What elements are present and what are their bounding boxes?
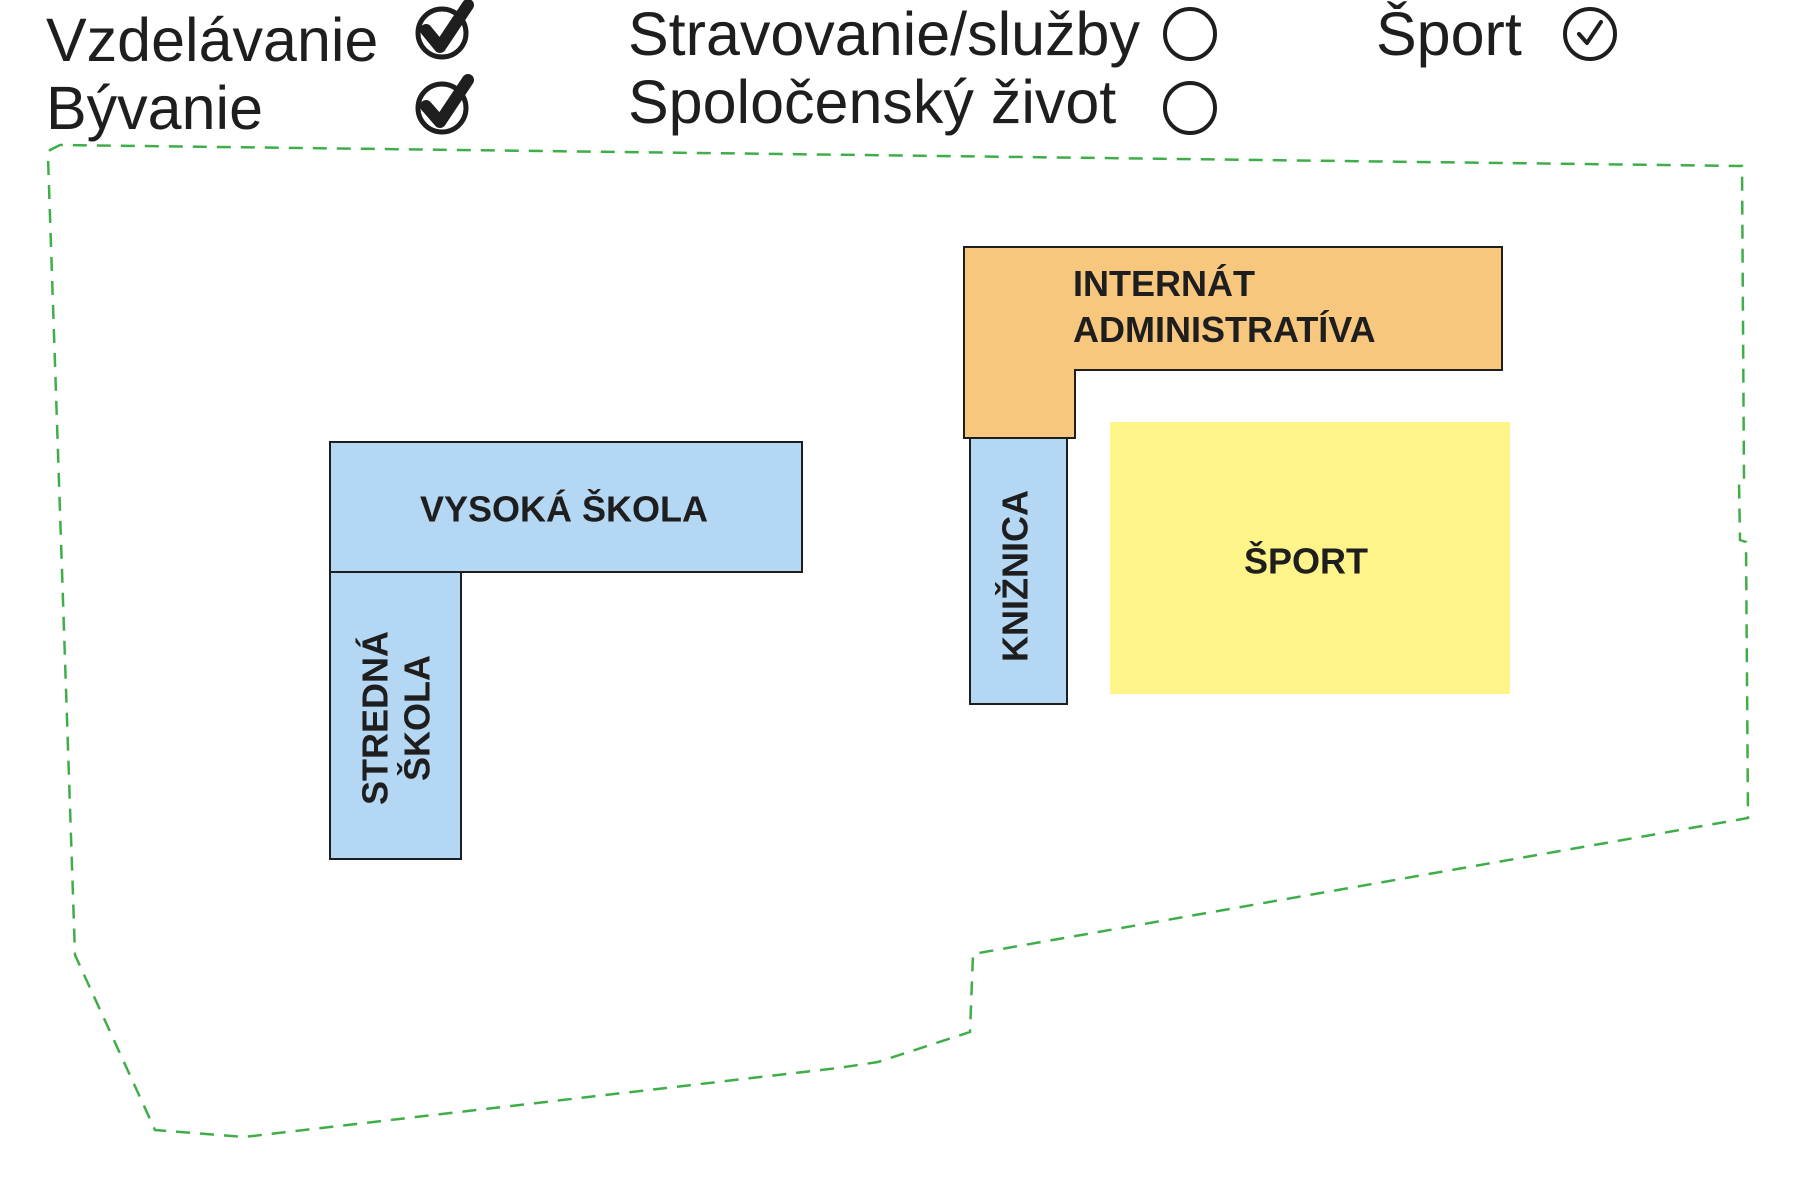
- legend-label-stravovanie: Stravovanie/služby: [628, 0, 1140, 68]
- legend-label-spolocensky: Spoločenský život: [628, 68, 1117, 136]
- check-circle-icon: [415, 74, 474, 135]
- label-internat-line-1: INTERNÁT: [1073, 263, 1255, 304]
- light-check-circle-icon: [1563, 7, 1617, 61]
- check-circle-icon: [415, 0, 474, 60]
- label-kniznica: KNIŽNICA: [994, 490, 1036, 662]
- legend-label-byvanie: Bývanie: [46, 74, 264, 142]
- zone-kniznica: [969, 437, 1068, 705]
- legend-label-vzdelavanie: Vzdelávanie: [46, 6, 379, 74]
- zone-sport: [1110, 422, 1510, 694]
- site-boundary: [46, 143, 1750, 1139]
- empty-circle-icon: [1163, 81, 1217, 135]
- legend-label-sport: Šport: [1376, 0, 1522, 68]
- empty-circle-icon: [1163, 7, 1217, 61]
- label-vysoka-skola: VYSOKÁ ŠKOLA: [420, 488, 708, 530]
- zone-internat: [963, 246, 1503, 439]
- label-stredna-skola-line-2: ŠKOLA: [396, 655, 438, 781]
- zone-vysoka-skola: [329, 441, 803, 573]
- label-stredna-skola-line-1: STREDNÁ: [355, 631, 396, 805]
- label-internat-line-2: ADMINISTRATÍVA: [1073, 309, 1376, 350]
- label-sport: ŠPORT: [1244, 540, 1368, 582]
- zone-stredna-skola: [329, 571, 462, 860]
